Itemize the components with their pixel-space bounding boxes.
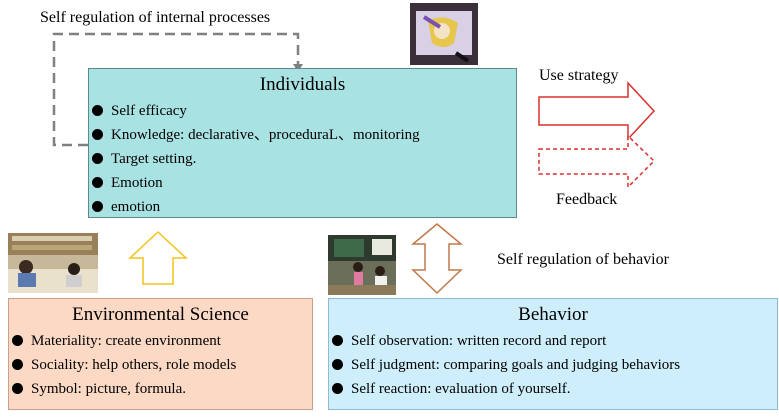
behavior-box: Behavior Self observation: written recor… bbox=[328, 298, 778, 410]
individuals-item: Emotion bbox=[89, 171, 516, 195]
behavior-item: Self reaction: evaluation of yourself. bbox=[329, 377, 777, 401]
feedback-label: Feedback bbox=[556, 191, 618, 208]
individuals-title: Individuals bbox=[259, 74, 346, 95]
bullet-icon bbox=[332, 383, 343, 394]
individuals-item: Target setting. bbox=[89, 147, 516, 171]
behavior-item: Self judgment: comparing goals and judgi… bbox=[329, 353, 777, 377]
individuals-item: Self efficacy bbox=[89, 99, 516, 123]
bullet-icon bbox=[92, 201, 103, 212]
behavior-list: Self observation: written record and rep… bbox=[329, 329, 777, 401]
bullet-icon bbox=[332, 335, 343, 346]
bullet-icon bbox=[92, 177, 103, 188]
drawing-tablet-photo bbox=[410, 3, 478, 65]
individuals-item: Knowledge: declarative、proceduraL、monito… bbox=[89, 123, 516, 147]
individuals-item: emotion bbox=[89, 195, 516, 219]
environment-item: Sociality: help others, role models bbox=[9, 353, 312, 377]
bullet-icon bbox=[92, 105, 103, 116]
environment-box: Environmental Science Materiality: creat… bbox=[8, 298, 313, 410]
classroom-photo bbox=[328, 235, 396, 295]
behavior-item: Self observation: written record and rep… bbox=[329, 329, 777, 353]
environment-item: Materiality: create environment bbox=[9, 329, 312, 353]
environment-title: Environmental Science bbox=[72, 304, 249, 325]
behavior-double-arrow bbox=[410, 223, 464, 295]
behavior-title: Behavior bbox=[518, 304, 588, 325]
individuals-list: Self efficacy Knowledge: declarative、pro… bbox=[89, 99, 516, 219]
environment-item: Symbol: picture, formula. bbox=[9, 377, 312, 401]
use-strategy-arrow bbox=[538, 81, 656, 141]
bullet-icon bbox=[12, 335, 23, 346]
individuals-box: Individuals Self efficacy Knowledge: dec… bbox=[88, 68, 517, 218]
feedback-arrow bbox=[538, 134, 656, 189]
bullet-icon bbox=[12, 383, 23, 394]
self-regulation-behavior-label: Self regulation of behavior bbox=[497, 251, 669, 268]
bullet-icon bbox=[12, 359, 23, 370]
bullet-icon bbox=[92, 129, 103, 140]
internal-process-loop bbox=[52, 32, 300, 147]
environment-up-arrow bbox=[128, 230, 188, 285]
internal-process-label: Self regulation of internal processes bbox=[40, 9, 271, 26]
bullet-icon bbox=[332, 359, 343, 370]
library-photo bbox=[8, 233, 98, 293]
use-strategy-label: Use strategy bbox=[539, 67, 619, 84]
bullet-icon bbox=[92, 153, 103, 164]
environment-list: Materiality: create environment Socialit… bbox=[9, 329, 312, 401]
